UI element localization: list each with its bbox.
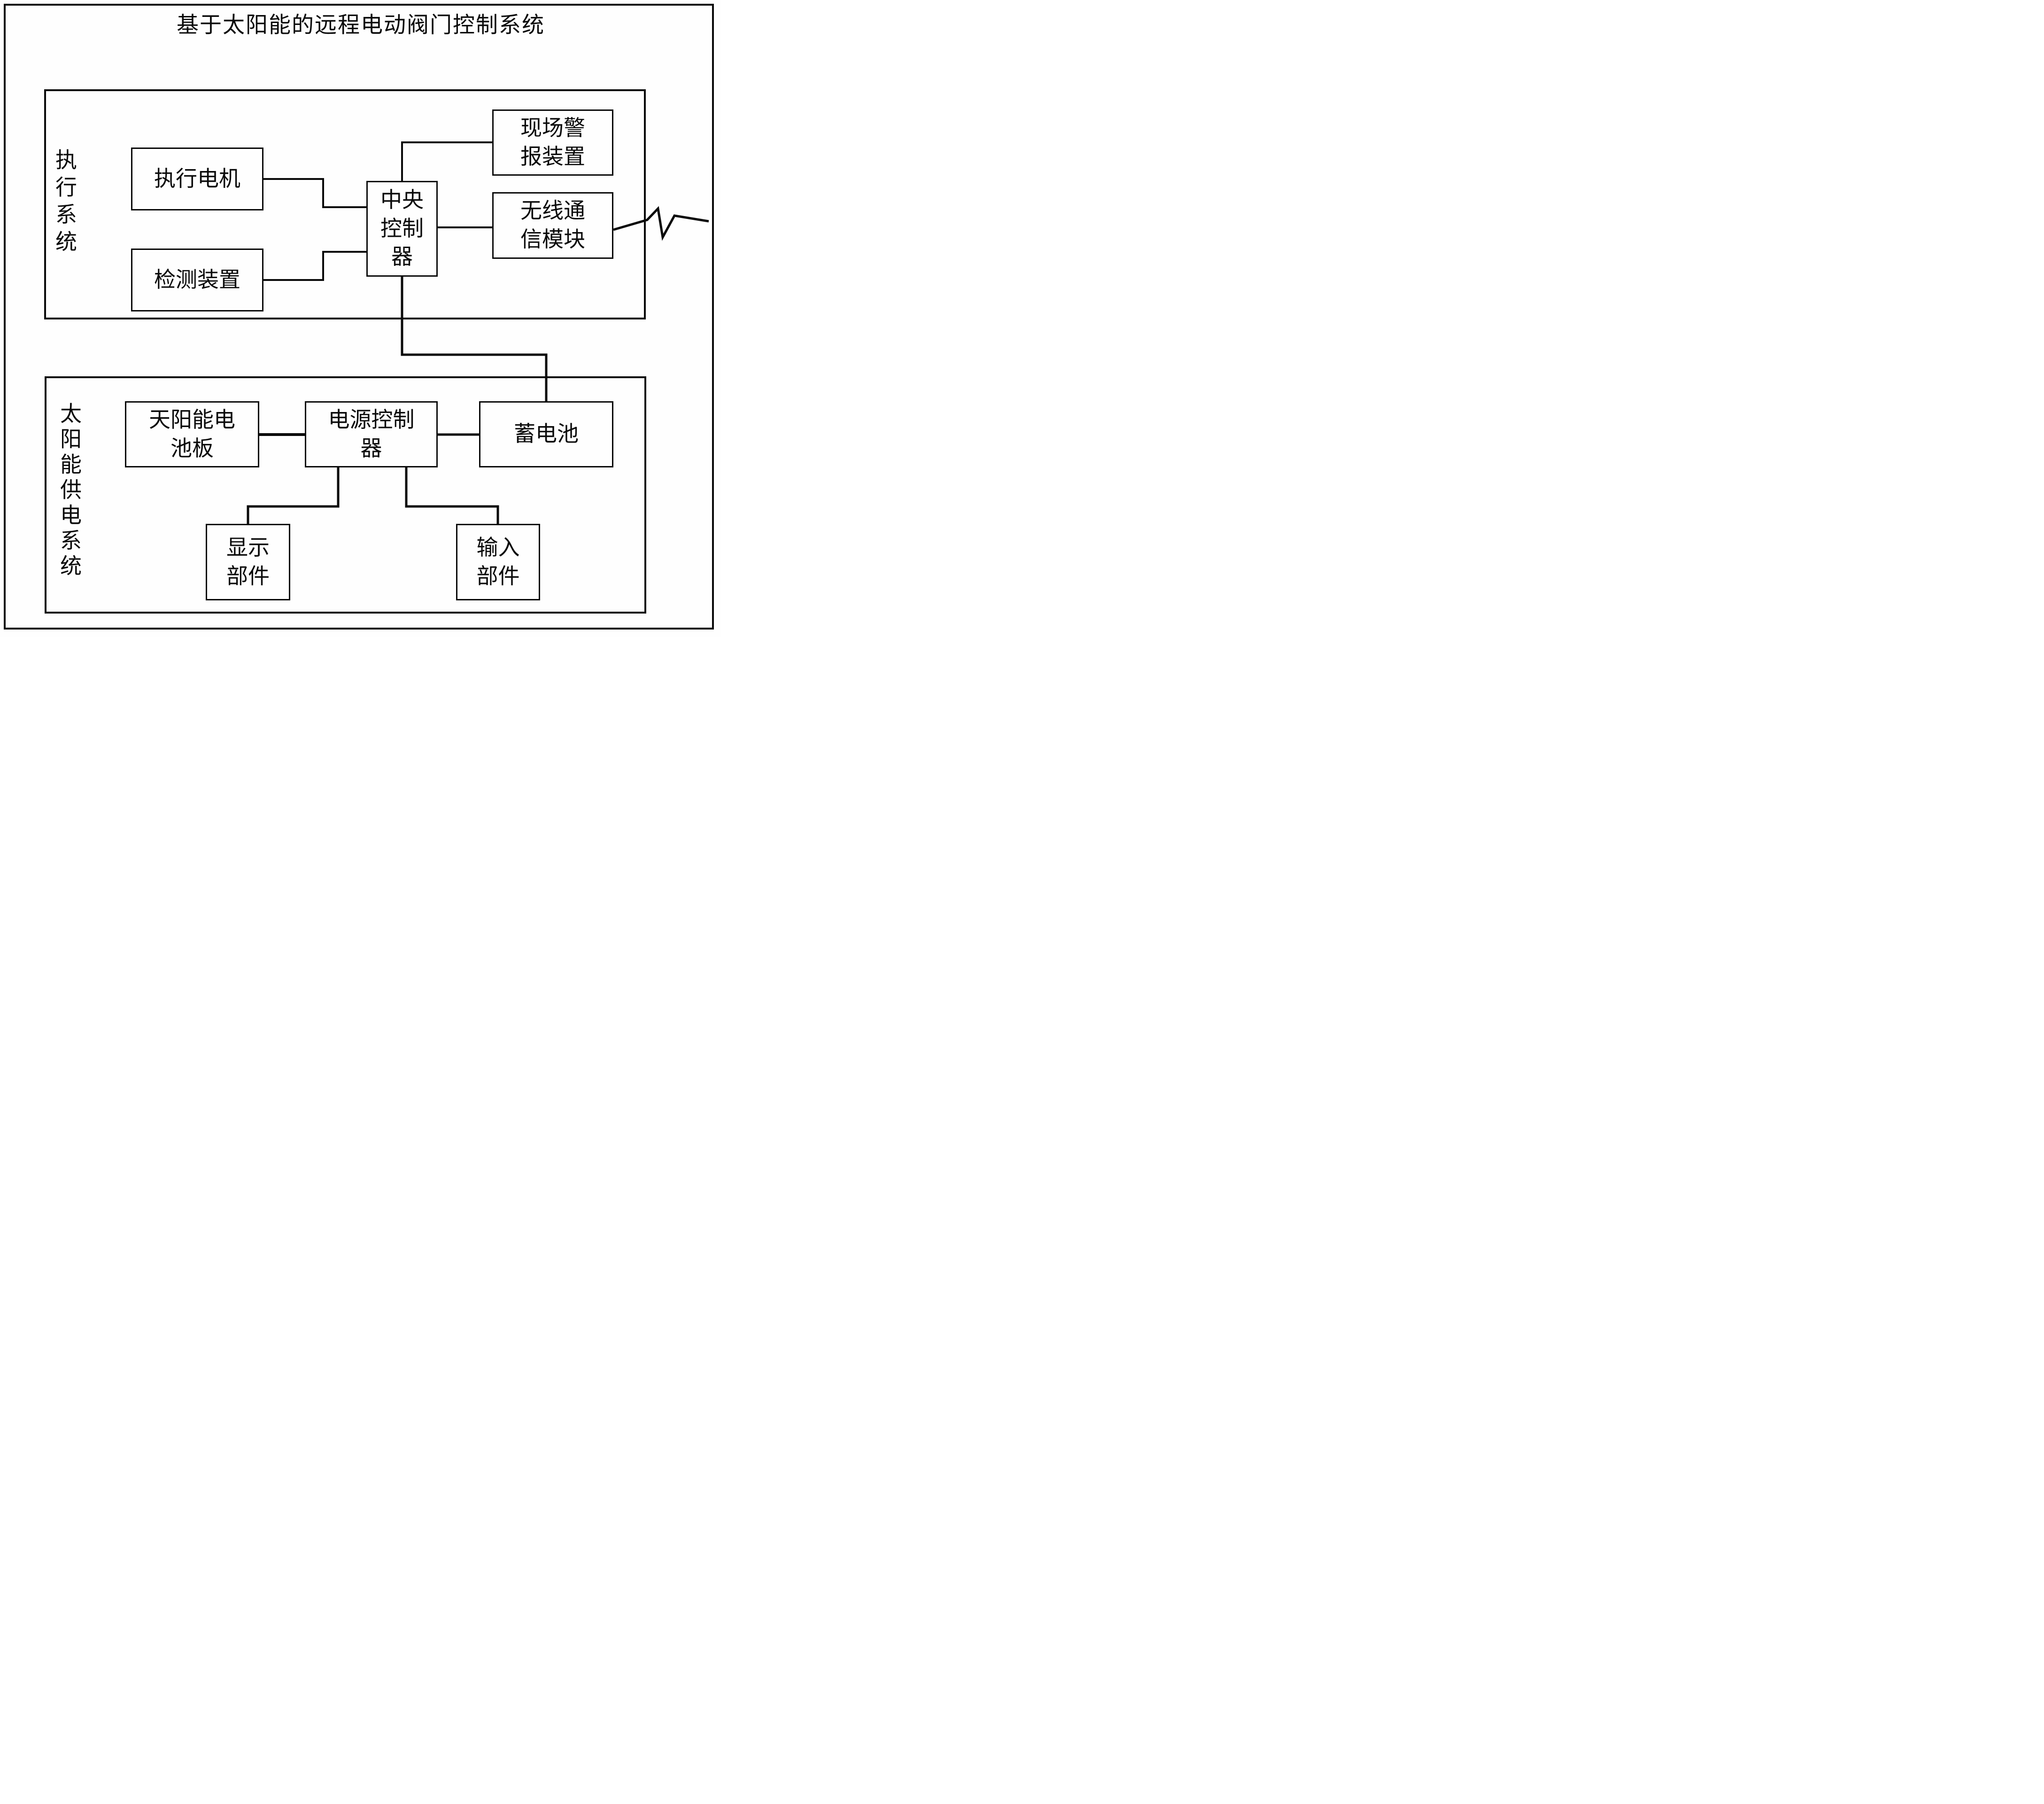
execution-system-label: 执行系统 bbox=[53, 148, 77, 257]
box-wireless-module: 无线通 信模块 bbox=[492, 192, 613, 259]
box-input-component: 输入 部件 bbox=[456, 524, 540, 600]
box-display-component: 显示 部件 bbox=[206, 524, 290, 600]
box-central-controller: 中央 控制 器 bbox=[366, 181, 438, 277]
solar-system-frame bbox=[45, 376, 646, 614]
box-power-controller: 电源控制 器 bbox=[305, 401, 438, 467]
execution-system-frame bbox=[44, 89, 646, 319]
wireless-signal-zigzag-icon bbox=[613, 206, 709, 241]
connector-lines bbox=[247, 141, 709, 524]
outer-frame bbox=[4, 4, 714, 630]
line-power-to-input bbox=[405, 467, 499, 524]
box-detection-device: 检测装置 bbox=[131, 249, 263, 311]
box-solar-panel: 天阳能电 池板 bbox=[125, 401, 259, 467]
box-onsite-alarm: 现场警 报装置 bbox=[492, 109, 613, 176]
solar-system-label: 太阳能供电系统 bbox=[57, 402, 81, 580]
line-power-to-display bbox=[247, 467, 340, 524]
line-detector-to-controller bbox=[263, 251, 366, 281]
page-title: 基于太阳能的远程电动阀门控制系统 bbox=[177, 13, 545, 38]
diagram-page: 基于太阳能的远程电动阀门控制系统 执行系统 太阳能供电系统 执行电机 检测装置 … bbox=[0, 0, 721, 637]
line-controller-to-alarm bbox=[401, 141, 492, 181]
box-storage-battery: 蓄电池 bbox=[479, 401, 613, 467]
box-actuator-motor: 执行电机 bbox=[131, 148, 263, 210]
line-motor-to-controller bbox=[263, 178, 366, 208]
